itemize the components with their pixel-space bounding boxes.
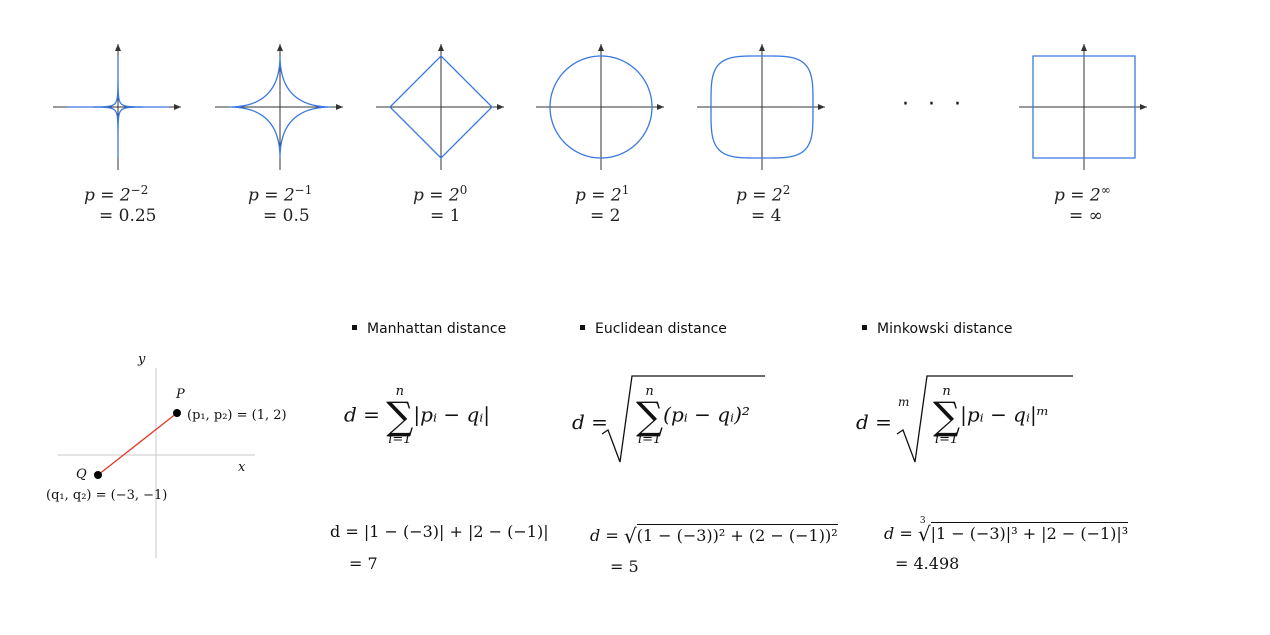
coordinate-plot-svg xyxy=(58,368,255,558)
unit-ball-plot-p-1 xyxy=(376,42,506,172)
manhattan-calc-line2: = 7 xyxy=(349,554,378,573)
unit-ball-plot-p-inf xyxy=(1019,42,1149,172)
euclidean-formula-body: n ∑ i=1 (pᵢ − qᵢ)² xyxy=(636,384,750,447)
manhattan-formula: d = n ∑ i=1 |pᵢ − qᵢ| xyxy=(344,384,491,447)
minkowski-title: Minkowski distance xyxy=(862,321,1013,337)
bullet-icon xyxy=(580,324,585,330)
x-axis-arrow-icon xyxy=(497,104,504,110)
bullet-icon xyxy=(862,324,867,330)
p-value-3: = 2 xyxy=(590,206,621,226)
manhattan-calc-line1: d = |1 − (−3)| + |2 − (−1)| xyxy=(330,522,549,541)
p-value-5: = ∞ xyxy=(1069,206,1103,226)
p-value-0: = 0.25 xyxy=(99,206,157,226)
unit-ball-svg xyxy=(376,44,504,170)
point-q-coords: (q₁, q₂) = (−3, −1) xyxy=(46,488,168,503)
y-axis-arrow-icon xyxy=(115,44,121,51)
unit-ball-curve xyxy=(229,56,331,158)
unit-ball-curve xyxy=(549,55,653,159)
euclidean-title: Euclidean distance xyxy=(580,321,727,337)
euclidean-calc-line2: = 5 xyxy=(610,557,639,576)
x-axis-arrow-icon xyxy=(657,104,664,110)
p-label-0: p = 2−2 xyxy=(84,183,149,206)
unit-ball-plot-p-2 xyxy=(536,42,666,172)
point-p-label: P xyxy=(176,387,185,402)
euclidean-radical-sign xyxy=(601,375,765,463)
x-axis-arrow-icon xyxy=(174,104,181,110)
unit-ball-svg xyxy=(1019,44,1147,170)
minkowski-calc-line1: d = 3 √|1 − (−3)|³ + |2 − (−1)|³ xyxy=(884,516,1129,546)
coordinate-plot: y x P (p₁, p₂) = (1, 2) Q (q₁, q₂) = (−3… xyxy=(40,350,310,565)
p-label-5: p = 2∞ xyxy=(1054,183,1111,206)
y-axis-arrow-icon xyxy=(438,44,444,51)
manhattan-title: Manhattan distance xyxy=(352,321,506,337)
distance-segment xyxy=(97,412,178,476)
point-p-coords: (p₁, p₂) = (1, 2) xyxy=(187,408,287,423)
p-value-2: = 1 xyxy=(430,206,461,226)
x-axis-arrow-icon xyxy=(818,104,825,110)
euclidean-formula-lhs: d = xyxy=(572,410,608,434)
y-axis-label: y xyxy=(138,352,146,367)
p-value-4: = 4 xyxy=(751,206,782,226)
p-label-1: p = 2−1 xyxy=(248,183,313,206)
p-label-3: p = 21 xyxy=(575,183,630,206)
unit-ball-curve xyxy=(67,56,169,158)
unit-ball-plot-p-0.5 xyxy=(215,42,345,172)
ellipsis: · · · xyxy=(902,92,967,117)
p-value-1: = 0.5 xyxy=(263,206,310,226)
y-axis-arrow-icon xyxy=(1081,44,1087,51)
bullet-icon xyxy=(352,324,357,330)
unit-ball-curve xyxy=(710,55,814,159)
x-axis-arrow-icon xyxy=(1140,104,1147,110)
minkowski-radical-sign xyxy=(896,375,1073,463)
sum-symbol: n ∑ i=1 xyxy=(933,384,961,447)
point-q xyxy=(94,471,102,479)
sum-symbol: n ∑ i=1 xyxy=(636,384,664,447)
y-axis-arrow-icon xyxy=(277,44,283,51)
minkowski-formula-body: n ∑ i=1 |pᵢ − qᵢ|ᵐ xyxy=(933,384,1050,447)
minkowski-root-index: m xyxy=(898,395,910,409)
minkowski-formula-lhs: d = xyxy=(856,410,892,434)
p-label-2: p = 20 xyxy=(413,183,468,206)
y-axis-arrow-icon xyxy=(598,44,604,51)
x-axis-label: x xyxy=(238,460,246,475)
unit-ball-curve xyxy=(389,55,493,159)
unit-ball-svg xyxy=(536,44,664,170)
y-axis-arrow-icon xyxy=(759,44,765,51)
unit-ball-svg xyxy=(697,44,825,170)
unit-ball-svg xyxy=(215,44,343,170)
unit-ball-svg xyxy=(53,44,181,170)
minkowski-calc-line2: = 4.498 xyxy=(895,554,960,573)
p-label-4: p = 22 xyxy=(736,183,791,206)
point-q-label: Q xyxy=(76,467,87,482)
euclidean-calc-line1: d = √(1 − (−3))² + (2 − (−1))² xyxy=(590,524,838,548)
point-p xyxy=(173,409,181,417)
x-axis-arrow-icon xyxy=(336,104,343,110)
unit-ball-plot-p-4 xyxy=(697,42,827,172)
unit-ball-curve xyxy=(1032,55,1136,159)
unit-ball-plot-p-0.25 xyxy=(53,42,183,172)
sum-symbol: n ∑ i=1 xyxy=(386,384,414,447)
